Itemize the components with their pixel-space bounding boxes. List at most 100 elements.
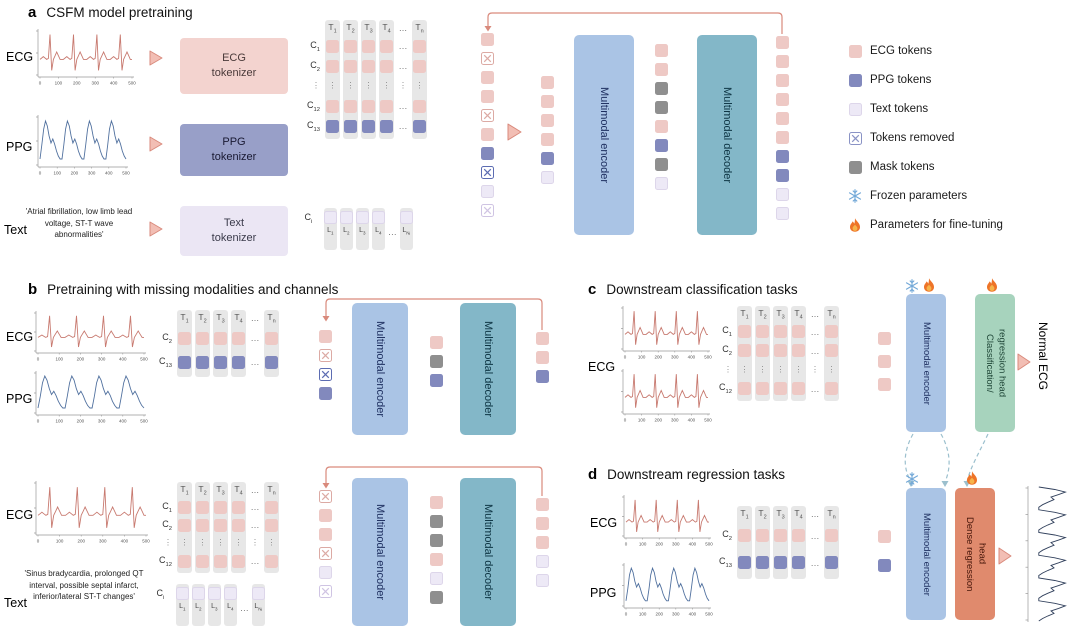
token-ecg — [756, 382, 769, 395]
token-ecg — [362, 39, 375, 53]
token-ppg — [878, 559, 891, 572]
svg-text:200: 200 — [77, 419, 85, 424]
text-token-label: L3 — [359, 227, 366, 236]
token-ppg — [848, 73, 862, 87]
token-ecg — [774, 382, 787, 395]
token-ppg — [362, 119, 375, 133]
token-text — [536, 555, 549, 568]
token-ecg — [738, 325, 751, 338]
token-text — [536, 574, 549, 587]
multimodal-encoder-c: Multimodal encoder — [906, 294, 946, 432]
token-ecg — [878, 355, 891, 368]
token-removed-legend — [848, 131, 862, 145]
matrix-cell — [738, 522, 751, 549]
cell-ellipsis: … — [398, 101, 408, 111]
matrix-cell — [413, 56, 426, 76]
normal-ecg-label: Normal ECG — [1036, 322, 1050, 391]
cell-ellipsis: ⋮ — [382, 81, 391, 90]
matrix-cell — [232, 516, 245, 534]
matrix-cell — [265, 552, 278, 570]
token-mask — [430, 515, 443, 528]
svg-text:300: 300 — [91, 81, 99, 86]
column-header: … — [250, 313, 260, 323]
column-header: T4 — [234, 311, 243, 325]
legend-label: ECG tokens — [870, 45, 932, 57]
token-ecg — [774, 325, 787, 338]
token-ppg — [536, 370, 549, 383]
column-header: T3 — [776, 307, 785, 321]
column-header: T2 — [758, 307, 767, 321]
matrix-cell — [738, 322, 751, 341]
ecg-label-b1: ECG — [6, 330, 34, 344]
ppg-label-a: PPG — [6, 140, 33, 154]
cell-ellipsis: ⋮ — [794, 364, 803, 374]
svg-text:400: 400 — [689, 612, 697, 617]
matrix-column: T3⋮ — [213, 482, 228, 573]
connector-arrowhead — [322, 316, 330, 322]
matrix-cell — [792, 322, 805, 341]
connector-arrowhead — [484, 26, 492, 32]
ppg-label-d: PPG — [590, 586, 617, 600]
fire-icon — [966, 471, 978, 485]
panel-d-title: d Downstream regression tasks — [588, 466, 785, 483]
matrix-cell — [774, 379, 787, 398]
token-removed-ppg — [481, 166, 494, 179]
matrix-cell — [825, 522, 838, 549]
svg-text:100: 100 — [53, 171, 61, 176]
matrix-cell — [214, 552, 227, 570]
multimodal-decoder-a: Multimodal decoder — [697, 35, 757, 235]
matrix-cell — [326, 36, 339, 56]
cell-ellipsis: ⋮ — [827, 364, 836, 374]
legend-item-text: Text tokens — [848, 102, 1003, 116]
cell-ellipsis: … — [250, 502, 260, 512]
multimodal-decoder-label: Multimodal decoder — [482, 504, 495, 600]
token-ecg — [756, 529, 769, 542]
token-ecg — [481, 71, 494, 84]
token-ecg — [792, 529, 805, 542]
column-header: T2 — [758, 507, 767, 521]
svg-text:100: 100 — [638, 418, 646, 423]
svg-text:100: 100 — [639, 542, 647, 547]
token-ecg — [792, 344, 805, 357]
token-ecg — [536, 498, 549, 511]
matrix-cell — [196, 498, 209, 516]
matrix-cell — [344, 56, 357, 76]
row-label: C2 — [722, 529, 732, 542]
svg-text:0: 0 — [624, 355, 627, 360]
row-label: C1 — [162, 500, 172, 514]
encoder-input-column-d — [878, 530, 891, 572]
ecg-tokenizer-label: ECG tokenizer — [211, 52, 257, 79]
multimodal-encoder-d: Multimodal encoder — [906, 488, 946, 620]
matrix-cell — [825, 341, 838, 360]
token-ecg — [825, 529, 838, 542]
token-removed-ecg — [481, 52, 494, 65]
row-label: C2 — [722, 344, 732, 357]
matrix-cell — [178, 326, 191, 350]
regression-output-plot-d — [1020, 484, 1074, 624]
row-label: C2 — [162, 518, 172, 532]
matrix-cell — [196, 350, 209, 374]
matrix-cell — [792, 341, 805, 360]
flow-arrow-ecg-tokenizer — [149, 50, 163, 66]
token-ecg — [178, 500, 191, 514]
column-header: T4 — [794, 307, 803, 321]
token-ecg — [319, 330, 332, 343]
token-ppg — [232, 355, 245, 369]
text-token-label: L2 — [343, 227, 350, 236]
row-label: C1 — [722, 325, 732, 338]
cell-ellipsis: … — [398, 61, 408, 71]
matrix-column: T1⋮ — [325, 20, 340, 139]
ecg-label-b2: ECG — [6, 508, 34, 522]
token-text — [541, 171, 554, 184]
multimodal-decoder-label: Multimodal decoder — [721, 87, 734, 183]
matrix-cell — [326, 116, 339, 136]
token-ecg — [380, 99, 393, 113]
token-text — [399, 211, 413, 224]
token-ecg — [776, 93, 789, 106]
token-ecg — [265, 554, 278, 568]
row-label: C1 — [310, 39, 320, 53]
legend-item-removed: Tokens removed — [848, 131, 1003, 145]
